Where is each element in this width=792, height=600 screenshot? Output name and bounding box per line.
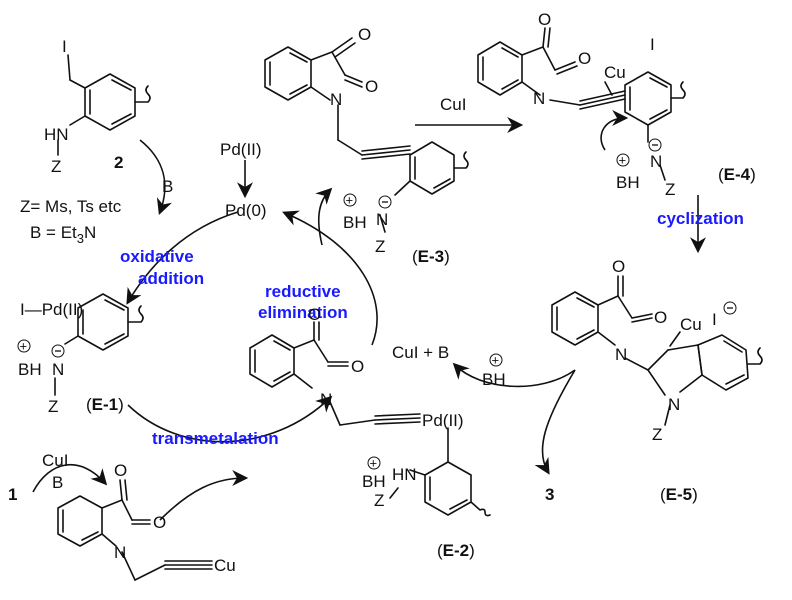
E3-structure <box>264 37 469 233</box>
E5-Cu: Cu <box>680 315 702 334</box>
E3-O-top: O <box>358 25 371 44</box>
arrow-E4-curly <box>600 110 629 151</box>
E5-label: (E-5) <box>660 485 698 504</box>
Z-label: Z <box>51 157 61 176</box>
step-oxidative: oxidative <box>120 247 194 266</box>
step-addition: addition <box>138 269 204 288</box>
E2-O-top: O <box>308 305 321 324</box>
E3-BH: BH <box>343 213 367 232</box>
plus-charge-icon <box>367 456 381 470</box>
E4-Z: Z <box>665 180 675 199</box>
plus-charge-icon <box>343 193 357 207</box>
E1-I-Pd: I—Pd(II) <box>20 300 83 319</box>
E2-HN: HN <box>392 465 417 484</box>
E2-BH: BH <box>362 472 386 491</box>
arrow-release-CuI-B <box>452 362 576 388</box>
arrow-to-E3 <box>315 187 333 246</box>
CuI-top-reagent: CuI <box>440 95 466 114</box>
catalytic-cycle <box>32 110 706 521</box>
Cu-label: Cu <box>214 556 236 575</box>
E3-N-isatin: N <box>330 90 342 109</box>
plus-charge-icon <box>489 353 503 367</box>
PdII-precatalyst: Pd(II) <box>220 140 262 159</box>
minus-charge-icon <box>51 344 65 358</box>
arrow-transmetalation <box>127 395 333 443</box>
B-bottom: B <box>52 473 63 492</box>
isatin-cu-acetylide <box>57 479 213 581</box>
arrow-reductive-elimination <box>282 210 378 346</box>
E5-N-isatin: N <box>615 345 627 364</box>
compound-2-label: 2 <box>114 153 123 172</box>
Pd0-catalyst: Pd(0) <box>225 201 267 220</box>
BH-mid: BH <box>482 370 506 389</box>
compound-3-label: 3 <box>545 485 554 504</box>
E2-structure <box>249 321 491 517</box>
E4-O-right: O <box>578 49 591 68</box>
svg-text:+: + <box>346 193 354 208</box>
arrow-cuacetylide-in <box>159 470 249 521</box>
arrow-2-in <box>139 139 172 216</box>
E2-Z: Z <box>374 491 384 510</box>
E4-O-top: O <box>538 10 551 29</box>
E5-O-right: O <box>654 308 667 327</box>
step-cyclization: cyclization <box>657 209 744 228</box>
step-reductive: reductive <box>265 282 341 301</box>
step-transmetalation: transmetalation <box>152 429 279 448</box>
E4-Cu: Cu <box>604 63 626 82</box>
E4-N: N <box>650 152 662 171</box>
plus-charge-icon <box>17 339 31 353</box>
E2-N-isatin: N <box>320 390 332 409</box>
E1-BH: BH <box>18 360 42 379</box>
N-isatin: N <box>114 543 126 562</box>
E2-O-right: O <box>351 357 364 376</box>
E3-label: (E-3) <box>412 247 450 266</box>
svg-text:+: + <box>619 153 627 168</box>
svg-text:+: + <box>492 353 500 368</box>
E5-O-top: O <box>612 257 625 276</box>
E4-I: I <box>650 35 655 54</box>
arrow-1-to-cuacetylide <box>32 463 108 493</box>
E1-label: (E-1) <box>86 395 124 414</box>
E5-Z: Z <box>652 425 662 444</box>
O-top: O <box>114 461 127 480</box>
step-elimination: elimination <box>258 303 348 322</box>
E1-Z: Z <box>48 397 58 416</box>
E3-O-right: O <box>365 77 378 96</box>
E3-Z: Z <box>375 237 385 256</box>
compound-2-structure <box>57 54 151 156</box>
compound-1-label: 1 <box>8 485 17 504</box>
minus-charge-icon <box>378 195 392 209</box>
CuI-B-released: CuI + B <box>392 343 449 362</box>
E2-PdII: Pd(II) <box>422 411 464 430</box>
E5-I: I <box>712 310 717 329</box>
E1-structure <box>54 293 144 396</box>
E3-N: N <box>376 210 388 229</box>
base-B-label: B <box>162 177 173 196</box>
E5-N-indole: N <box>668 395 680 414</box>
Z-definition: Z= Ms, Ts etc <box>20 197 122 216</box>
HN-label: HN <box>44 125 69 144</box>
E1-N: N <box>52 360 64 379</box>
arrow-oxidative-addition <box>126 211 239 305</box>
svg-text:+: + <box>20 339 28 354</box>
O-right: O <box>153 513 166 532</box>
B-definition: B = Et3N <box>30 223 96 246</box>
iodo-label: I <box>62 37 67 56</box>
svg-text:+: + <box>370 456 378 471</box>
CuI-bottom: CuI <box>42 451 68 470</box>
plus-charge-icon <box>616 153 630 167</box>
E5-structure <box>551 275 763 426</box>
arrow-to-product-3 <box>534 369 576 475</box>
E4-structure <box>477 27 686 181</box>
minus-charge-icon <box>648 138 662 152</box>
E2-label: (E-2) <box>437 541 475 560</box>
minus-charge-icon <box>723 301 737 315</box>
E4-label: (E-4) <box>718 165 756 184</box>
E4-N-isatin: N <box>533 89 545 108</box>
E4-BH: BH <box>616 173 640 192</box>
